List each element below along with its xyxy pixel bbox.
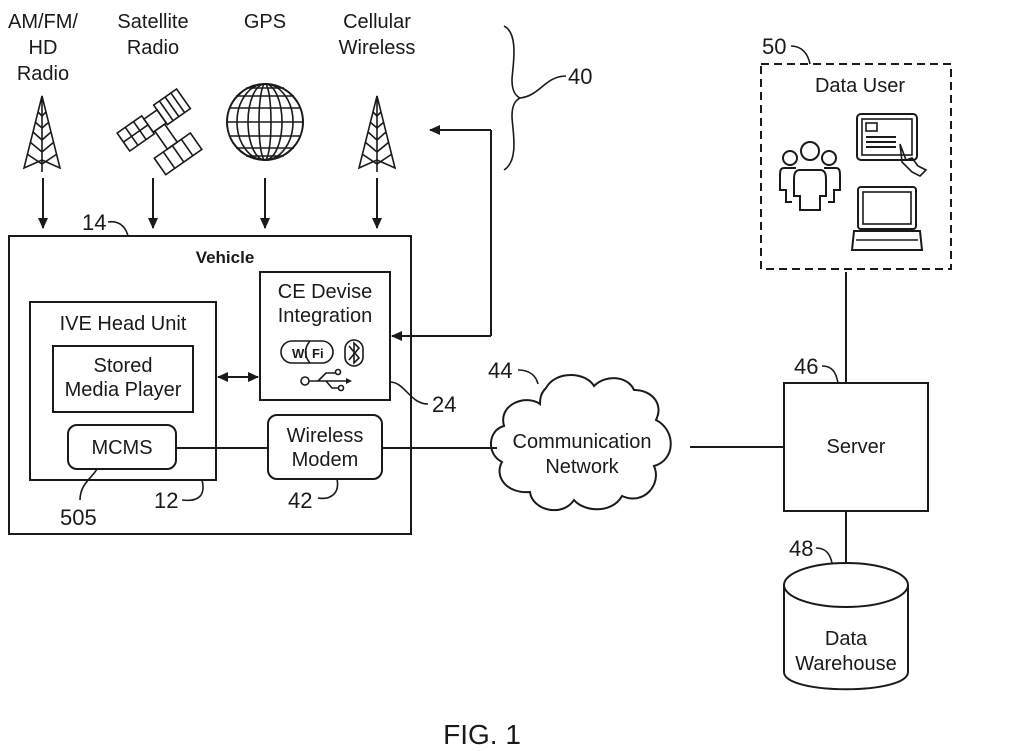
ce-title-line: Integration (278, 305, 373, 327)
ce-cellular-link (391, 125, 492, 341)
source-label-line: HD (29, 37, 58, 59)
usb-icon (300, 368, 352, 392)
source-gps: GPS (226, 11, 304, 229)
wireless-modem-line: Wireless (287, 425, 364, 447)
server: Server 46 (783, 354, 929, 512)
mcms-label: MCMS (91, 437, 152, 459)
source-cellular-wireless: Cellular Wireless (339, 11, 416, 229)
users-group-icon (779, 141, 841, 211)
ref-number-46: 46 (794, 354, 818, 379)
ref-number-42: 42 (288, 488, 312, 513)
source-label-line: AM/FM/ (8, 11, 78, 33)
wireless-modem-line: Modem (292, 449, 359, 471)
wifi-text: Fi (312, 346, 324, 361)
warehouse-label-line: Warehouse (795, 653, 897, 675)
stored-media-player-line: Stored (94, 355, 153, 377)
ref-number-44: 44 (488, 358, 512, 383)
cell-tower-icon (357, 95, 397, 172)
globe-icon (226, 83, 304, 161)
warehouse-label-line: Data (825, 628, 868, 650)
sources-group-brace: 40 (503, 25, 592, 171)
vehicle-title: Vehicle (196, 248, 255, 267)
server-label: Server (827, 436, 886, 458)
source-label-line: Radio (17, 63, 69, 85)
ref-number-48: 48 (789, 536, 813, 561)
communication-network-cloud: Communication Network 44 (488, 358, 672, 511)
figure-label: FIG. 1 (443, 719, 521, 750)
network-label-line: Network (545, 456, 619, 478)
ref-number-50: 50 (762, 34, 786, 59)
ref-number-12: 12 (154, 488, 178, 513)
network-label-line: Communication (513, 431, 652, 453)
stored-media-player-line: Media Player (65, 379, 182, 401)
ce-title-line: CE Devise (278, 281, 372, 303)
wifi-text: Wi (292, 346, 308, 361)
ref-number-505: 505 (60, 505, 97, 530)
source-label-line: Cellular (343, 11, 411, 33)
bluetooth-icon (344, 339, 364, 367)
source-am-fm-hd-radio: AM/FM/ HD Radio (8, 11, 78, 229)
ce-device-integration: CE Devise Integration Wi Fi 24 (259, 271, 456, 417)
source-label-line: GPS (244, 11, 286, 33)
head-unit-title: IVE Head Unit (60, 313, 187, 335)
source-label-line: Wireless (339, 37, 416, 59)
data-user-box: Data User 50 (760, 34, 952, 270)
source-label-line: Satellite (117, 11, 188, 33)
satellite-icon (116, 87, 203, 176)
laptop-icon (850, 186, 924, 251)
radio-tower-icon (22, 95, 62, 172)
source-label-line: Radio (127, 37, 179, 59)
data-warehouse: Data Warehouse 48 (783, 536, 909, 691)
wireless-modem: Wireless Modem 42 (267, 414, 383, 513)
source-satellite-radio: Satellite Radio (116, 11, 203, 229)
ref-number-24: 24 (432, 392, 456, 417)
ive-head-unit: IVE Head Unit Stored Media Player MCMS 5… (29, 301, 217, 530)
ref-number-14: 14 (82, 210, 106, 235)
data-user-title: Data User (815, 75, 905, 97)
tablet-touch-icon (856, 113, 928, 177)
ref-number-40: 40 (568, 64, 592, 89)
wifi-icon: Wi Fi (280, 340, 334, 364)
